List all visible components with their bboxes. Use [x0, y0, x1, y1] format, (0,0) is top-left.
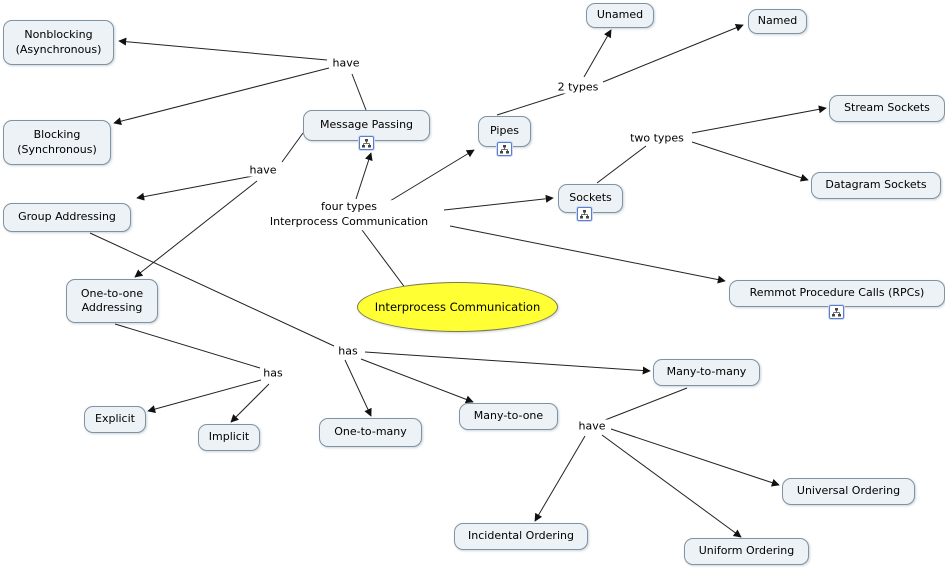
concept-label: Implicit — [208, 430, 250, 444]
concept-implicit[interactable]: Implicit — [198, 424, 260, 451]
concept-label: Datagram Sockets — [825, 178, 927, 192]
concept-label: Message Passing — [319, 118, 414, 132]
concept-nonblocking[interactable]: Nonblocking (Asynchronous) — [3, 20, 114, 65]
link-label-two-types[interactable]: two types — [628, 131, 686, 145]
concept-explicit[interactable]: Explicit — [84, 406, 146, 433]
hierarchy-icon — [500, 144, 509, 153]
concept-datagram-sockets[interactable]: Datagram Sockets — [811, 172, 941, 199]
concept-label: Incidental Ordering — [468, 529, 574, 543]
concept-incidental-ordering[interactable]: Incidental Ordering — [454, 523, 588, 550]
resource-icon-message-passing[interactable] — [359, 136, 374, 150]
resource-icon-sockets[interactable] — [577, 207, 592, 221]
concept-label: Interprocess Communication — [374, 300, 541, 314]
edge-group-addressing-has — [89, 232, 651, 417]
concept-label: One-to-many — [334, 425, 407, 439]
link-label-line2: Interprocess Communication — [269, 215, 429, 228]
concept-label: Many-to-many — [666, 365, 747, 379]
edge-pipes-2-types — [496, 24, 744, 116]
link-label-have-addressing[interactable]: have — [247, 163, 279, 177]
concept-many-to-many[interactable]: Many-to-many — [653, 359, 760, 386]
hierarchy-icon — [362, 138, 371, 147]
concept-label: Stream Sockets — [844, 101, 930, 115]
edge-sockets-two-types — [596, 105, 827, 184]
link-label-has-one-to-one[interactable]: has — [261, 366, 285, 380]
concept-named[interactable]: Named — [748, 9, 807, 34]
concept-one-to-one-addressing[interactable]: One-to-one Addressing — [66, 279, 158, 323]
concept-label: Remmot Procedure Calls (RPCs) — [749, 286, 925, 300]
hierarchy-icon — [580, 209, 589, 218]
concept-unamed[interactable]: Unamed — [586, 3, 654, 28]
concept-label: Many-to-one — [473, 409, 544, 423]
concept-label: Unamed — [596, 8, 644, 22]
edge-ipc-four-types — [355, 149, 726, 290]
concept-label: Blocking (Synchronous) — [17, 128, 97, 156]
concept-label: Uniform Ordering — [698, 544, 795, 558]
concept-one-to-many[interactable]: One-to-many — [319, 418, 422, 447]
link-label-four-types[interactable]: four types Interprocess Communication — [267, 200, 431, 230]
resource-icon-pipes[interactable] — [497, 142, 512, 156]
concept-label: Named — [757, 14, 798, 28]
concept-label: Pipes — [490, 124, 519, 138]
edge-many-to-many-have-ordering — [534, 387, 780, 538]
concept-label: Sockets — [569, 191, 612, 205]
concept-label: One-to-one Addressing — [80, 286, 144, 314]
concept-label: Group Addressing — [18, 210, 116, 224]
concept-universal-ordering[interactable]: Universal Ordering — [782, 478, 915, 505]
edge-one-to-one-has — [114, 323, 270, 423]
concept-message-passing[interactable]: Message Passing — [303, 110, 430, 141]
concept-stream-sockets[interactable]: Stream Sockets — [829, 95, 945, 122]
link-label-2-types[interactable]: 2 types — [555, 80, 601, 94]
concept-interprocess-communication-center[interactable]: Interprocess Communication — [357, 282, 558, 332]
link-label-have-top[interactable]: have — [330, 56, 362, 70]
concept-group-addressing[interactable]: Group Addressing — [3, 203, 131, 232]
edge-message-passing-have-addressing — [134, 132, 304, 278]
concept-label: Nonblocking (Asynchronous) — [15, 28, 102, 56]
concept-label: Explicit — [95, 412, 135, 426]
concept-sockets[interactable]: Sockets — [558, 184, 623, 213]
concept-label: Universal Ordering — [796, 484, 901, 498]
concept-blocking[interactable]: Blocking (Synchronous) — [3, 120, 111, 165]
link-label-line1: four types — [321, 200, 377, 214]
concept-rpcs[interactable]: Remmot Procedure Calls (RPCs) — [729, 280, 945, 307]
concept-uniform-ordering[interactable]: Uniform Ordering — [684, 538, 809, 565]
edge-message-passing-have-sync — [113, 37, 367, 126]
link-label-have-ordering[interactable]: have — [576, 419, 608, 433]
hierarchy-icon — [832, 307, 841, 316]
resource-icon-rpcs[interactable] — [829, 305, 844, 319]
concept-many-to-one[interactable]: Many-to-one — [459, 403, 558, 430]
link-label-has-group[interactable]: has — [336, 344, 360, 358]
